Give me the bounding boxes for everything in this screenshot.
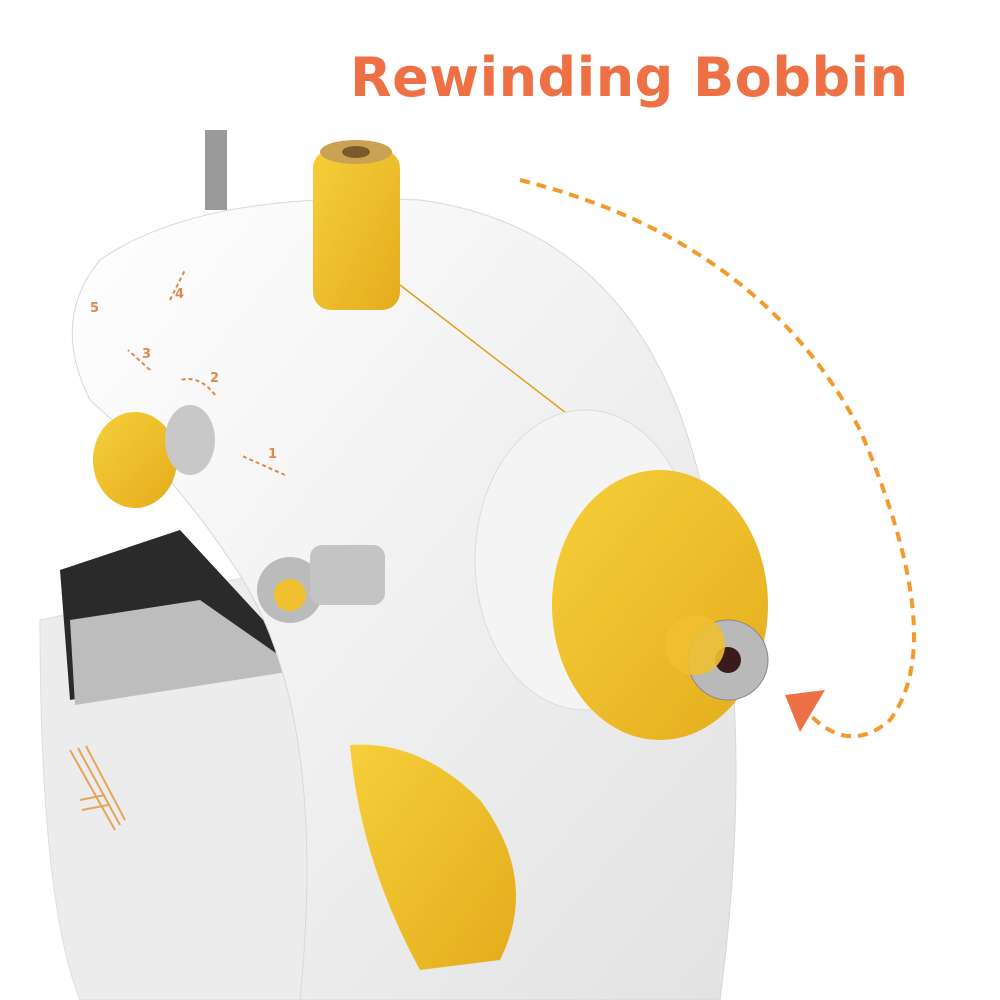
control-panel [350, 744, 516, 970]
step-label-5: 5 [90, 301, 99, 316]
step-label-4: 4 [175, 287, 184, 302]
step-label-3: 3 [142, 347, 151, 362]
threading-guide-arrows [127, 269, 286, 476]
thread-spool [313, 150, 400, 310]
page-title: Rewinding Bobbin [350, 46, 909, 109]
spool-pin [205, 130, 227, 210]
brand-logo [69, 745, 126, 831]
rewind-direction-arrow [519, 178, 916, 739]
tension-knob [93, 412, 177, 508]
step-label-1: 1 [268, 447, 277, 462]
arrow-head-icon [785, 690, 825, 732]
step-label-2: 2 [210, 371, 219, 386]
